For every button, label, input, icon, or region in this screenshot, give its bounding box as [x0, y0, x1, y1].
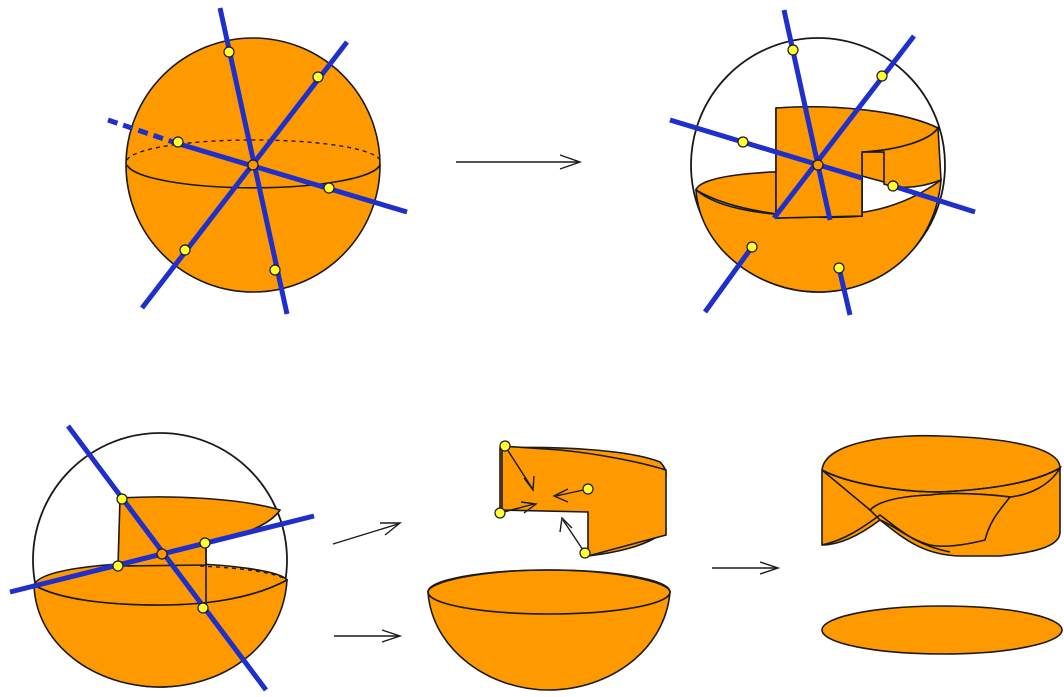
point-marker: [312, 71, 324, 83]
transition-arrow-4: [712, 561, 781, 575]
point-marker: [199, 537, 211, 549]
panel-sphere-cut-band: [9, 424, 315, 692]
point-marker: [223, 46, 235, 58]
axis-line-diag: [140, 40, 349, 310]
point-marker: [876, 70, 888, 82]
gluing-arrow: [499, 503, 535, 514]
point-marker: [787, 44, 799, 56]
mobius-edge: [821, 467, 1061, 493]
center-point: [812, 159, 824, 171]
rim-hidden: [199, 565, 288, 581]
point-marker: [269, 264, 281, 276]
axis-line-lower-left: [702, 245, 755, 314]
axis-line-flat: [669, 117, 863, 181]
transition-arrow-1: [456, 154, 583, 170]
axis-line-diag: [772, 34, 916, 220]
panel-sphere-cut-open: [669, 9, 976, 316]
axis-line-flat: [175, 140, 408, 215]
center-point: [247, 159, 259, 171]
hemisphere-rim: [427, 569, 671, 615]
panel-mobius-band-and-disk: [821, 434, 1063, 655]
axis-line-lower: [836, 267, 853, 316]
axis-line-steep: [66, 424, 268, 692]
point-marker: [582, 483, 594, 495]
transition-arrow-2: [332, 522, 402, 545]
point-marker: [499, 440, 511, 452]
mobius-edge-lower: [821, 514, 951, 553]
point-marker: [887, 180, 899, 192]
point-marker: [116, 493, 128, 505]
point-marker: [737, 136, 749, 148]
hemisphere-bowl: [427, 569, 671, 691]
band-strip-front: [501, 445, 667, 558]
point-marker: [197, 602, 209, 614]
gluing-arrow: [504, 445, 533, 489]
flat-disk: [821, 605, 1063, 655]
point-marker: [172, 136, 184, 148]
point-marker: [833, 262, 845, 274]
point-marker: [746, 241, 758, 253]
point-marker: [179, 244, 191, 256]
axis-line-flat-hidden: [107, 117, 177, 146]
point-marker: [112, 560, 124, 572]
point-marker: [579, 547, 591, 559]
panel-sphere-with-lines: [107, 7, 408, 315]
point-marker: [494, 507, 506, 519]
point-marker: [323, 182, 335, 194]
equator-back: [126, 139, 381, 161]
equator-front: [126, 164, 381, 189]
panel-separated-pieces: [427, 440, 671, 691]
transition-arrow-3: [334, 629, 403, 643]
axis-line-flat-outer: [892, 183, 976, 215]
center-point: [156, 548, 168, 560]
gluing-arrow: [562, 519, 586, 554]
